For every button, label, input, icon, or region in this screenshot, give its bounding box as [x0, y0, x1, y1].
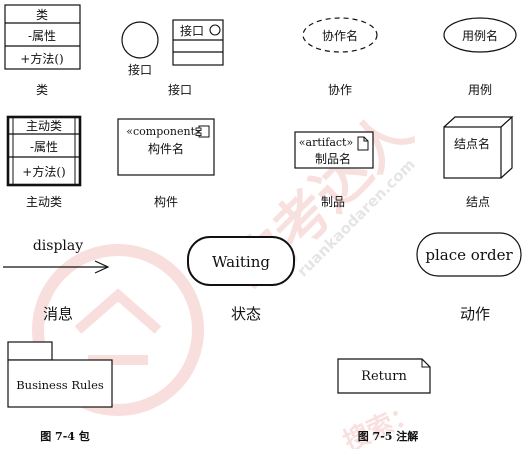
note-box	[337, 358, 431, 394]
artifact-name: 制品名	[315, 151, 351, 166]
component-stereotype: «component»	[126, 125, 201, 138]
class-caption: 类	[36, 83, 48, 97]
message-label: display	[33, 238, 83, 254]
action-name: place order	[425, 246, 513, 264]
interface-caption: 接口	[168, 82, 192, 97]
artifact-caption: 制品	[321, 195, 345, 209]
message-symbol: display 消息	[3, 238, 110, 323]
collaboration-symbol: 协作名 协作	[302, 17, 378, 97]
class-attribute: -属性	[28, 29, 56, 43]
use-case-name: 用例名	[462, 28, 498, 43]
interface-circle-label: 接口	[128, 62, 152, 77]
package-tab	[7, 341, 53, 361]
component-caption: 构件	[154, 194, 178, 209]
active-class-method: +方法()	[22, 164, 65, 179]
component-icon	[195, 125, 210, 138]
package-name: Business Rules	[16, 378, 104, 392]
collaboration-ellipse	[302, 17, 378, 53]
collaboration-name: 协作名	[322, 28, 358, 43]
collaboration-caption: 协作	[328, 82, 352, 97]
class-method: +方法()	[20, 51, 63, 66]
component-symbol: «component» 构件名 构件	[117, 118, 215, 209]
package-body	[7, 359, 113, 408]
node-caption: 结点	[466, 195, 490, 209]
watermark-ring	[32, 244, 204, 416]
artifact-document-icon	[357, 136, 369, 151]
interface-lollipop-icon	[121, 21, 159, 59]
artifact-symbol: «artifact» 制品名 制品	[294, 131, 374, 209]
note-folded-corner-icon	[421, 359, 430, 368]
note-symbol: Return 图 7-5 注解	[337, 358, 431, 443]
node-3d-edges	[443, 116, 514, 179]
action-rounded-box	[416, 232, 522, 277]
interface-symbol: 接口 接口 接口	[121, 19, 224, 97]
class-box	[4, 4, 81, 70]
message-arrowhead-icon	[94, 260, 110, 274]
active-class-caption: 主动类	[26, 195, 62, 209]
node-front-face	[443, 126, 502, 179]
node-name: 结点名	[454, 136, 490, 151]
state-caption: 状态	[231, 305, 261, 323]
use-case-ellipse	[443, 17, 517, 53]
active-class-symbol: 主动类 -属性 +方法() 主动类	[6, 115, 82, 209]
note-figure-caption: 图 7-5 注解	[358, 429, 419, 443]
package-figure-caption: 图 7-4 包	[40, 429, 90, 443]
state-rounded-box	[187, 236, 295, 286]
interface-box-label: 接口	[180, 23, 204, 38]
artifact-stereotype: «artifact»	[299, 136, 353, 149]
interface-small-circle-icon	[209, 24, 221, 36]
active-class-name: 主动类	[26, 119, 62, 133]
action-caption: 动作	[460, 305, 490, 323]
active-class-box	[6, 115, 82, 187]
class-name: 类	[36, 8, 48, 22]
use-case-symbol: 用例名 用例	[443, 17, 517, 97]
state-name: Waiting	[212, 253, 270, 271]
use-case-caption: 用例	[468, 83, 492, 97]
message-caption: 消息	[43, 305, 73, 323]
state-symbol: Waiting 状态	[187, 236, 295, 323]
watermark-logo-icon	[74, 288, 162, 365]
action-symbol: place order 动作	[416, 232, 522, 323]
component-name: 构件名	[148, 141, 184, 156]
class-symbol: 类 -属性 +方法() 类	[4, 4, 81, 97]
active-class-attribute: -属性	[30, 140, 58, 154]
note-text: Return	[361, 369, 407, 384]
node-symbol: 结点名 结点	[443, 116, 514, 209]
package-symbol: Business Rules 图 7-4 包	[7, 341, 113, 443]
